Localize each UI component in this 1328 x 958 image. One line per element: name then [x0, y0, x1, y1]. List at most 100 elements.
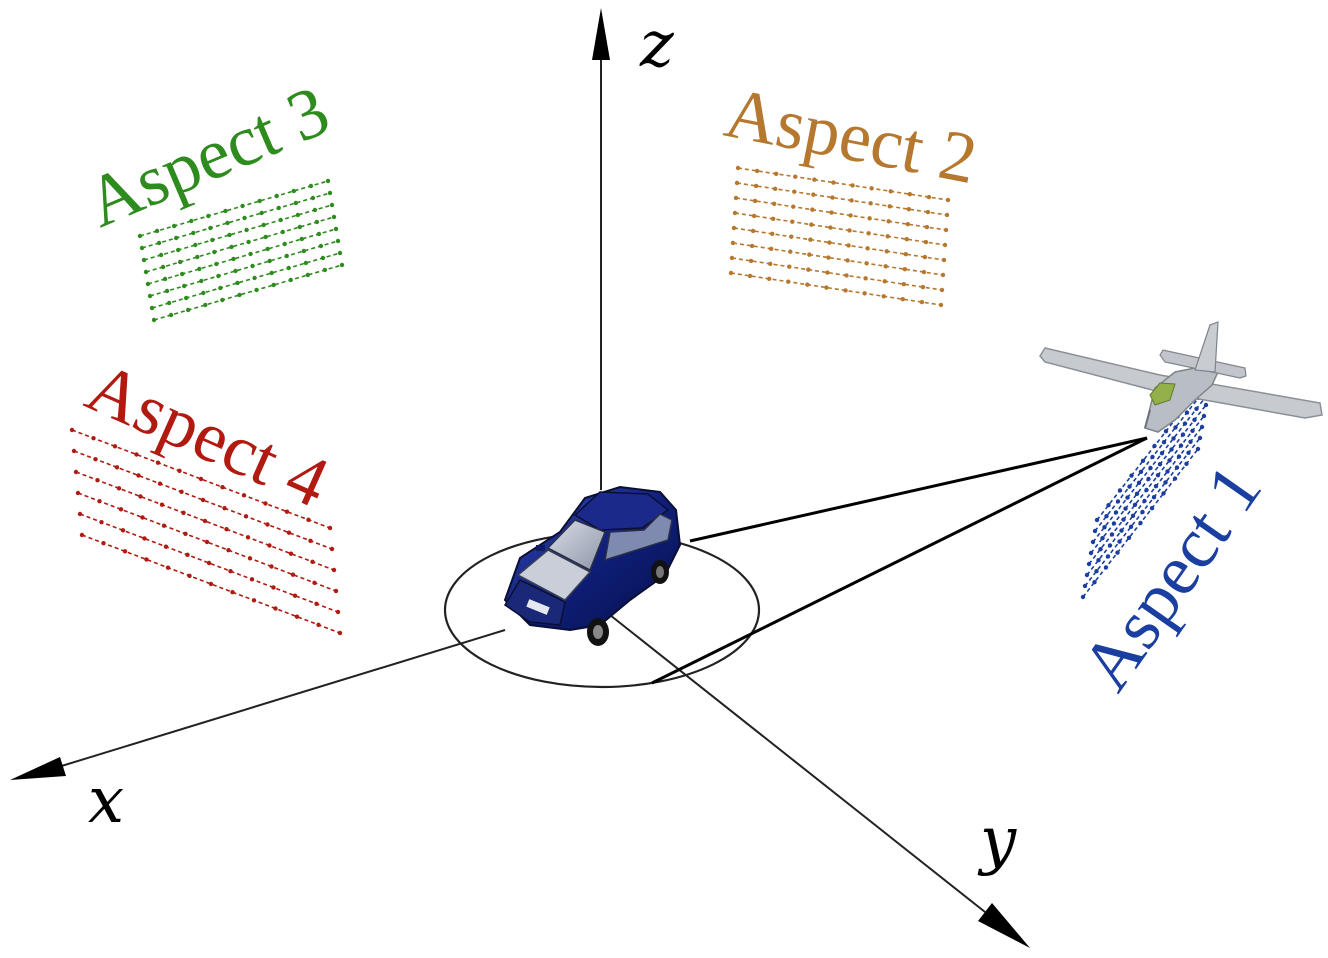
sample-point	[327, 525, 333, 531]
sample-point	[316, 622, 321, 628]
sample-point	[904, 236, 910, 242]
x-axis-arrowhead	[10, 757, 66, 780]
sample-point	[788, 249, 793, 254]
sample-point	[314, 219, 320, 225]
sample-point	[1103, 565, 1109, 570]
sample-point	[151, 317, 157, 323]
sample-point	[789, 234, 794, 239]
sample-point	[1117, 539, 1122, 544]
sample-point	[773, 171, 779, 177]
sample-point	[218, 285, 223, 291]
sample-point	[883, 264, 888, 269]
sample-point	[165, 565, 171, 570]
grid-line	[736, 182, 948, 216]
sample-point	[734, 180, 740, 186]
sample-point	[288, 277, 293, 283]
sample-point	[791, 204, 796, 209]
sample-point	[749, 243, 755, 249]
sample-point	[886, 219, 891, 224]
sample-point	[1165, 469, 1170, 474]
sample-point	[850, 183, 855, 188]
sample-point	[1142, 498, 1147, 504]
sample-point	[905, 221, 911, 227]
aspect-2-grid	[728, 165, 951, 308]
sample-point	[1180, 432, 1186, 437]
sample-point	[140, 515, 145, 520]
sample-point	[1161, 491, 1166, 496]
sample-point	[278, 217, 283, 223]
sample-point	[1161, 440, 1167, 445]
sample-point	[314, 601, 319, 607]
sample-point	[1128, 524, 1134, 529]
sample-point	[294, 614, 300, 619]
sample-point	[75, 490, 81, 496]
sample-point	[807, 252, 812, 257]
sample-point	[942, 242, 948, 248]
sample-point	[162, 276, 168, 282]
sample-point	[1115, 550, 1120, 555]
sample-point	[826, 255, 831, 260]
sample-point	[787, 264, 792, 269]
sample-point	[327, 190, 333, 196]
sample-point	[862, 291, 867, 296]
sample-point	[1138, 469, 1144, 474]
sample-point	[177, 259, 183, 265]
sample-point	[271, 282, 276, 288]
sample-point	[830, 195, 835, 200]
sample-point	[166, 300, 172, 306]
sample-point	[1104, 514, 1109, 519]
sample-point	[1144, 487, 1149, 493]
sample-point	[312, 207, 318, 213]
sample-point	[271, 585, 276, 590]
sample-point	[1115, 499, 1121, 504]
sample-point	[175, 247, 181, 253]
sample-point	[114, 465, 120, 470]
sample-point	[318, 243, 324, 249]
line-of-sight	[651, 436, 1148, 685]
sample-point	[220, 484, 225, 490]
sample-point	[250, 263, 255, 269]
sample-point	[1111, 521, 1117, 526]
sample-point	[206, 560, 212, 566]
sample-point	[767, 261, 773, 267]
sample-point	[866, 231, 871, 236]
sample-point	[149, 305, 155, 311]
sample-point	[885, 234, 890, 239]
sample-point	[267, 258, 272, 264]
sample-point	[1173, 425, 1178, 430]
sample-point	[222, 505, 227, 511]
sample-point	[1107, 543, 1113, 548]
sample-point	[269, 564, 274, 569]
sample-point	[200, 497, 206, 503]
sample-point	[1167, 458, 1172, 463]
sample-point	[943, 227, 949, 233]
sample-point	[1146, 476, 1151, 482]
sample-point	[143, 269, 149, 275]
sample-point	[881, 294, 886, 299]
sample-point	[252, 275, 257, 281]
sample-point	[159, 502, 165, 507]
sample-point	[157, 481, 163, 486]
aspect-4-grid	[69, 427, 343, 636]
sample-point	[216, 273, 221, 279]
sample-point	[1125, 495, 1130, 500]
sample-point	[206, 213, 211, 219]
sample-point	[772, 186, 778, 192]
sample-point	[142, 536, 147, 541]
sample-point	[329, 202, 335, 208]
sample-point	[730, 240, 736, 246]
sample-point	[920, 284, 926, 290]
sample-point	[228, 568, 233, 574]
sample-point	[923, 239, 929, 245]
sample-point	[1119, 528, 1124, 533]
sample-point	[1152, 443, 1157, 449]
sample-point	[265, 246, 270, 252]
sample-point	[335, 609, 341, 615]
sample-point	[1138, 520, 1143, 526]
sample-point	[233, 268, 238, 274]
sample-point	[120, 528, 126, 533]
sample-point	[183, 531, 188, 537]
sample-point	[1199, 424, 1205, 430]
grid-line	[145, 216, 335, 273]
